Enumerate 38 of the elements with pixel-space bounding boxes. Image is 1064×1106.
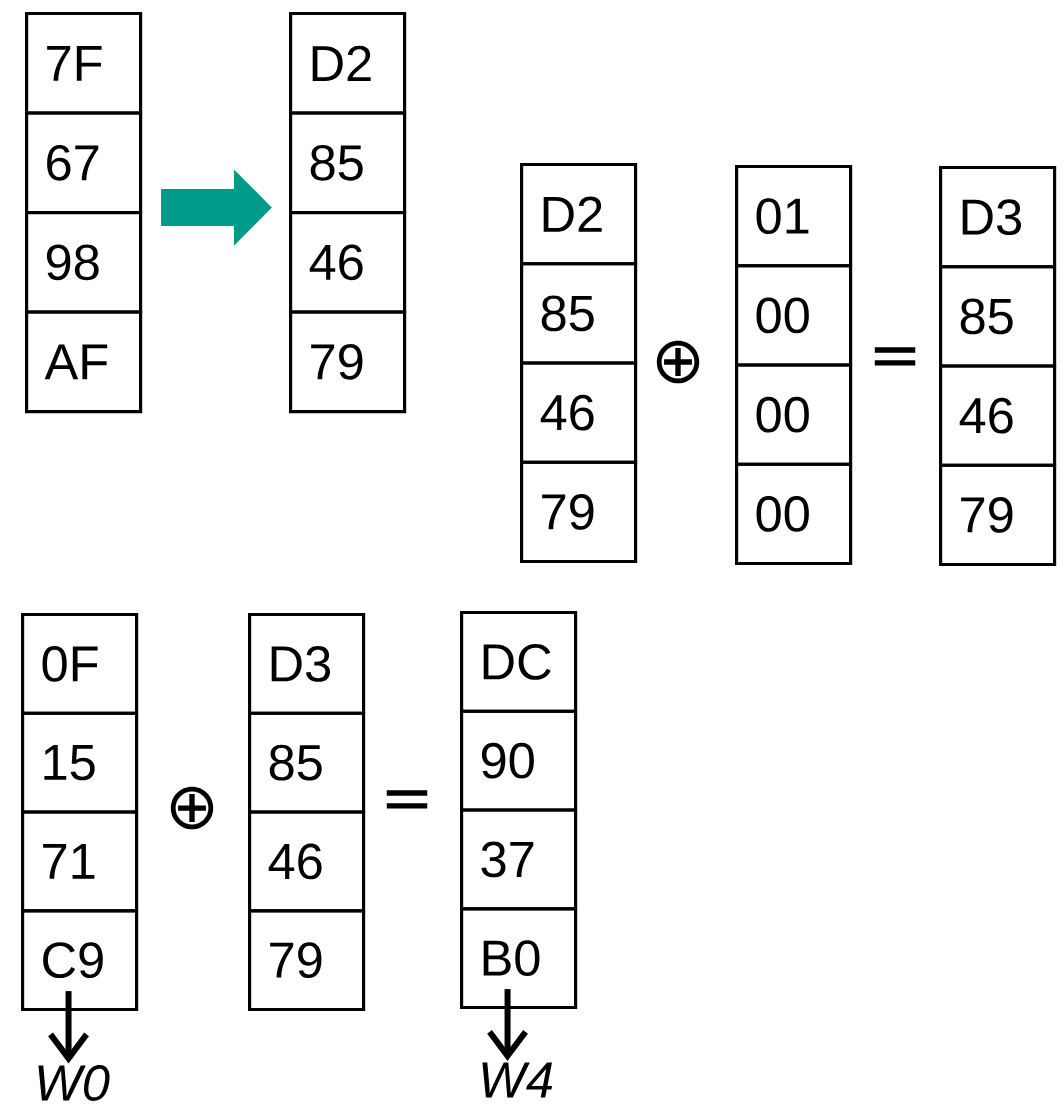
operator-symbol: = (386, 790, 428, 809)
operator-symbol: ⊕ (656, 340, 700, 384)
hex-cell: 85 (520, 262, 638, 365)
hex-cell: 71 (21, 810, 139, 913)
hex-cell: 67 (25, 111, 143, 215)
hex-cell: 7F (25, 12, 143, 115)
hex-cell: 46 (289, 211, 407, 314)
hex-cell: 85 (289, 111, 407, 215)
hex-cell: 79 (289, 310, 407, 414)
hex-cell: AF (25, 310, 143, 414)
hex-cell: B0 (460, 907, 578, 1010)
hex-cell: 79 (520, 460, 638, 564)
hex-cell: 37 (460, 808, 578, 911)
hex-cell: 85 (939, 265, 1057, 368)
hex-cell: D2 (289, 12, 407, 115)
hex-cell: 98 (25, 211, 143, 314)
hex-cell: 15 (21, 711, 139, 814)
hex-cell: 00 (735, 264, 853, 367)
hex-cell: 90 (460, 709, 578, 812)
hex-cell: C9 (21, 909, 139, 1012)
hex-cell: D2 (520, 163, 638, 266)
hex-cell: 00 (735, 462, 853, 566)
hex-cell: 46 (939, 364, 1057, 467)
hex-cell: 46 (248, 810, 366, 913)
hex-cell: 85 (248, 711, 366, 814)
operator-symbol: ⊕ (170, 786, 214, 830)
hex-cell: 00 (735, 363, 853, 466)
hex-cell: 01 (735, 165, 853, 268)
hex-cell: 79 (248, 909, 366, 1012)
hex-cell: 0F (21, 613, 139, 715)
hex-cell: DC (460, 611, 578, 713)
hex-cell: 79 (939, 463, 1057, 567)
hex-cell: 46 (520, 361, 638, 464)
operator-symbol: = (874, 347, 916, 366)
hex-cell: D3 (248, 613, 366, 715)
word-label: W0 (38, 1065, 110, 1101)
hex-cell: D3 (939, 166, 1057, 269)
word-label: W4 (482, 1062, 553, 1098)
